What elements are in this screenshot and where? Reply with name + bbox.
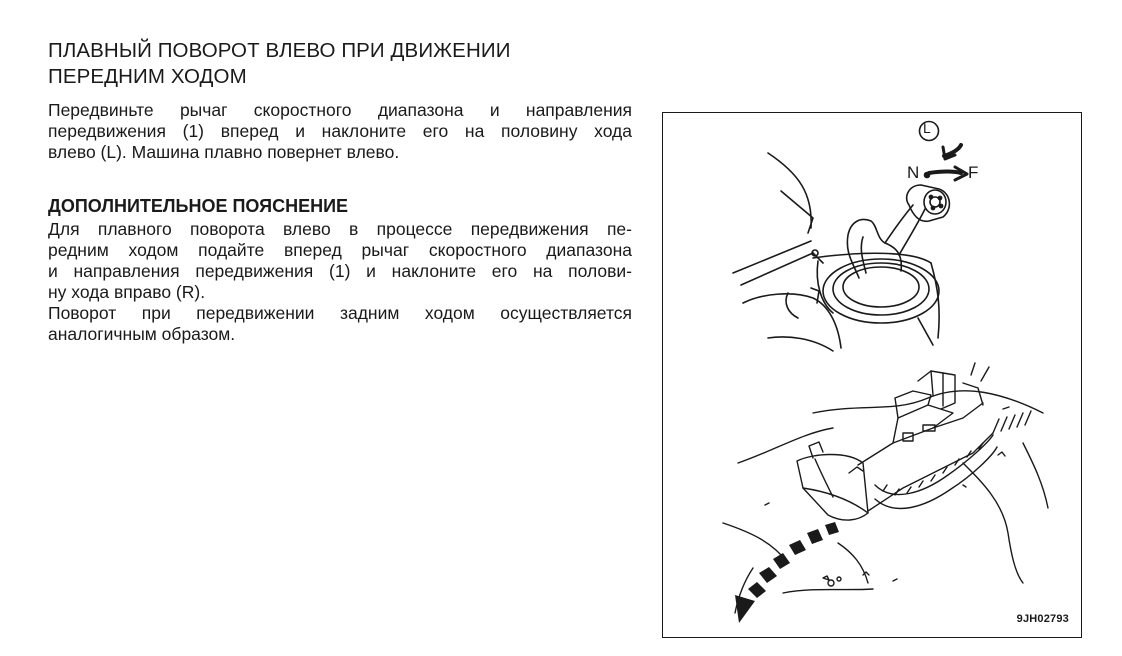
note-line-6: аналогичным образом.	[48, 324, 236, 344]
intro-paragraph: Передвиньте рычаг скоростного диапазона …	[48, 100, 632, 163]
note-heading: ДОПОЛНИТЕЛЬНОЕ ПОЯСНЕНИЕ	[48, 196, 349, 216]
figure-code: 9JH02793	[1016, 613, 1069, 625]
illustration-figure: L N F 9JH02793	[662, 112, 1082, 638]
note-line-5: Поворот при передвижении задним ходом ос…	[48, 303, 632, 323]
lever-icon	[732, 120, 969, 352]
note-line-4: ну хода вправо (R).	[48, 282, 206, 302]
note-line-2: редним ходом подайте вперед рычаг скорос…	[48, 240, 632, 260]
illustration-drawing	[722, 120, 1049, 623]
title-line-1: ПЛАВНЫЙ ПОВОРОТ ВЛЕВО ПРИ ДВИЖЕНИИ	[48, 39, 511, 62]
page-title: ПЛАВНЫЙ ПОВОРОТ ВЛЕВО ПРИ ДВИЖЕНИИ ПЕРЕД…	[48, 38, 648, 90]
intro-line-1: Передвиньте рычаг скоростного диапазона …	[48, 100, 632, 120]
turn-arrow-icon	[735, 522, 839, 623]
note-line-3: и направления передвижения (1) и наклони…	[48, 261, 632, 281]
label-F: F	[968, 163, 979, 182]
title-line-2: ПЕРЕДНИМ ХОДОМ	[48, 65, 247, 88]
intro-line-2: передвижения (1) вперед и наклоните его …	[48, 121, 632, 141]
note-line-1: Для плавного поворота влево в процессе п…	[48, 219, 632, 239]
intro-line-3: влево (L). Машина плавно повернет влево.	[48, 142, 400, 162]
note-paragraph: Для плавного поворота влево в процессе п…	[48, 219, 632, 345]
label-L: L	[923, 120, 931, 136]
label-N: N	[907, 163, 920, 182]
